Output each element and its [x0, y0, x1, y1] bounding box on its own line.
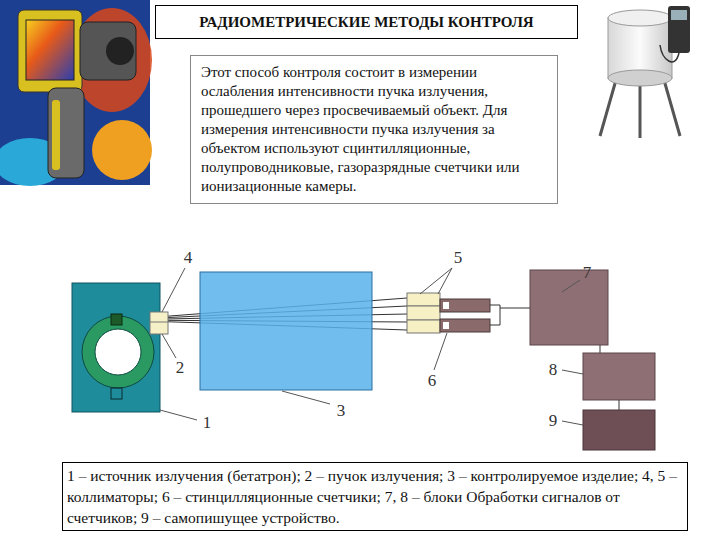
detector-bottom — [608, 70, 672, 86]
callout-number: 1 — [198, 413, 216, 433]
collimator — [407, 293, 440, 306]
recorder-block — [583, 410, 655, 450]
counter-window — [443, 302, 449, 309]
leader-line — [162, 268, 185, 312]
leader-line — [162, 334, 176, 358]
collimator — [407, 306, 440, 320]
leader-line — [282, 391, 330, 404]
inspected-object — [200, 272, 372, 390]
description-box: Этот способ контроля состоит в измерении… — [190, 55, 558, 204]
collimator — [150, 312, 168, 334]
camera-grip — [52, 100, 60, 170]
leader-line — [160, 410, 197, 420]
leader-line — [434, 333, 447, 370]
leader-line — [562, 421, 583, 425]
detector-top — [608, 10, 672, 26]
tripod-leg — [639, 84, 642, 138]
radiometer-photo — [600, 6, 690, 138]
description-text: Этот способ контроля состоит в измерении… — [201, 63, 547, 196]
callout-number: 8 — [544, 360, 562, 380]
signal-wire — [600, 345, 601, 353]
signal-wire — [619, 400, 620, 410]
callout-number: 9 — [544, 411, 562, 431]
signal-wire — [490, 305, 530, 325]
camera-handle — [48, 88, 84, 178]
scintillation-counter — [440, 299, 490, 312]
title-text: РАДИОМЕТРИЧЕСКИЕ МЕТОДЫ КОНТРОЛЯ — [162, 13, 571, 31]
collimator-slit — [150, 322, 168, 323]
callout-number: 6 — [423, 371, 441, 391]
processing-block — [583, 353, 655, 400]
callout-number: 4 — [179, 248, 197, 268]
caption-text: 1 – источник излучения (бетатрон); 2 – п… — [67, 465, 683, 528]
collimator — [407, 320, 440, 333]
heat-spot — [92, 120, 152, 180]
betatron-port — [111, 388, 122, 399]
scintillation-counter — [440, 319, 490, 332]
meter-display — [671, 10, 687, 20]
caption-box: 1 – источник излучения (бетатрон); 2 – п… — [62, 462, 688, 531]
callout-number: 5 — [449, 248, 467, 268]
processing-block — [530, 270, 608, 345]
leader-lines — [160, 268, 583, 425]
leader-line — [438, 268, 452, 294]
handheld-meter — [668, 6, 690, 53]
leader-line — [562, 370, 583, 374]
callout-number: 2 — [171, 358, 189, 378]
thermal-camera-photo — [0, 0, 152, 186]
counter-window — [443, 322, 449, 329]
betatron-core — [95, 329, 141, 375]
leader-line — [420, 268, 452, 294]
source-target — [111, 314, 122, 325]
tripod-leg — [600, 80, 616, 136]
tripod-leg — [664, 80, 680, 136]
betatron-ring — [82, 316, 154, 388]
leader-line — [562, 280, 580, 292]
callout-number: 7 — [578, 263, 596, 283]
camera-lens — [106, 37, 134, 65]
detector-cylinder — [608, 18, 672, 78]
callout-number: 3 — [332, 401, 350, 421]
betatron — [72, 283, 160, 412]
camera-screen — [26, 20, 74, 80]
camera-body — [18, 10, 82, 92]
title-box: РАДИОМЕТРИЧЕСКИЕ МЕТОДЫ КОНТРОЛЯ — [155, 5, 578, 39]
camera-lens-housing — [80, 22, 136, 80]
